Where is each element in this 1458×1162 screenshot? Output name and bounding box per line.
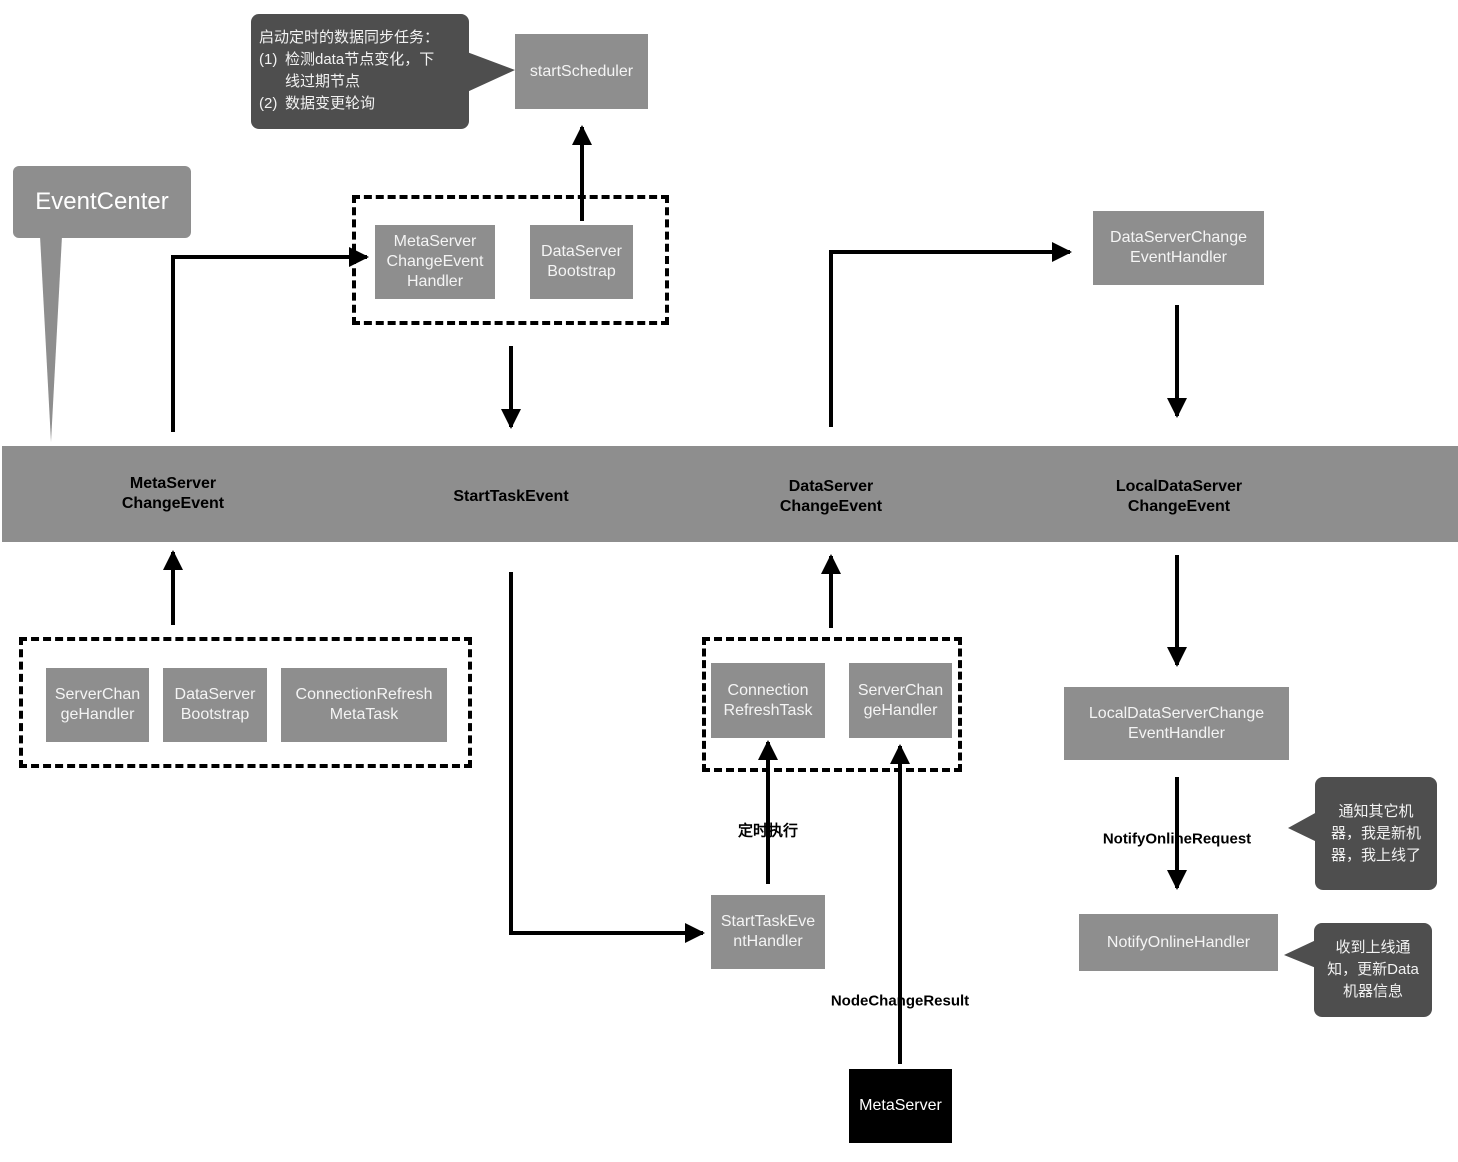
bus-event-start-task: StartTaskEvent [453, 488, 569, 505]
scheduler-note: 启动定时的数据同步任务： (1) 检测data节点变化，下 线过期节点 (2) 数据… [251, 14, 469, 129]
arrow-start-task-to-handler [509, 572, 705, 943]
connection-refresh-task-box: Connection RefreshTask [711, 663, 825, 738]
start-task-event-handler-box: StartTaskEve ntHandler [711, 895, 825, 969]
scheduler-note-pointer [467, 52, 515, 92]
edge-label-notify-request: NotifyOnlineRequest [1102, 830, 1252, 848]
group-bottom-left-publishers [19, 637, 472, 768]
server-change-handler-left-box: ServerChan geHandler [46, 668, 149, 742]
scheduler-note-item1-line1: 检测data节点变化，下 [285, 51, 435, 68]
dataserver-bootstrap-bottom-box: DataServer Bootstrap [163, 668, 267, 742]
scheduler-note-item1-line2: 线过期节点 [285, 73, 361, 90]
group-bottom-mid-publishers [702, 637, 962, 772]
bus-event-local-dataserver-change: LocalDataServer ChangeEvent [1115, 478, 1243, 515]
metaserver-change-event-handler-box: MetaServer ChangeEvent Handler [375, 225, 495, 299]
arrow-data-event-to-handler [829, 242, 1072, 427]
notify-note: 通知其它机 器，我是新机 器，我上线了 [1315, 777, 1437, 890]
dataserver-change-event-handler-box: DataServerChange EventHandler [1093, 211, 1264, 285]
server-change-handler-right-box: ServerChan geHandler [849, 663, 952, 738]
scheduler-note-item1-num: (1) [259, 51, 278, 68]
bus-event-metaserver-change: MetaServer ChangeEvent [121, 475, 225, 512]
scheduler-note-title: 启动定时的数据同步任务： [259, 29, 440, 46]
event-bus [2, 446, 1458, 542]
edge-label-timed-exec: 定时执行 [737, 822, 799, 840]
metaserver-box: MetaServer [849, 1069, 952, 1143]
dataserver-bootstrap-top-box: DataServer Bootstrap [530, 225, 633, 299]
event-center-pointer [40, 236, 62, 442]
arrow-meta-event-to-handler [171, 247, 369, 432]
receive-note-pointer [1284, 940, 1316, 968]
event-center-callout: EventCenter [13, 166, 191, 238]
edge-label-node-change-result: NodeChangeResult [830, 992, 970, 1010]
notify-note-pointer [1288, 812, 1317, 842]
connection-refresh-meta-task-box: ConnectionRefresh MetaTask [281, 668, 447, 742]
local-dataserver-change-event-handler-box: LocalDataServerChange EventHandler [1064, 687, 1289, 760]
receive-note: 收到上线通 知，更新Data 机器信息 [1314, 923, 1432, 1017]
notify-online-handler-box: NotifyOnlineHandler [1079, 914, 1278, 971]
event-center-title: EventCenter [35, 188, 169, 215]
bus-event-dataserver-change: DataServer ChangeEvent [779, 478, 883, 515]
start-scheduler-box: startScheduler [515, 34, 648, 109]
scheduler-note-item2-num: (2) [259, 95, 278, 112]
scheduler-note-item2: 数据变更轮询 [285, 95, 376, 112]
